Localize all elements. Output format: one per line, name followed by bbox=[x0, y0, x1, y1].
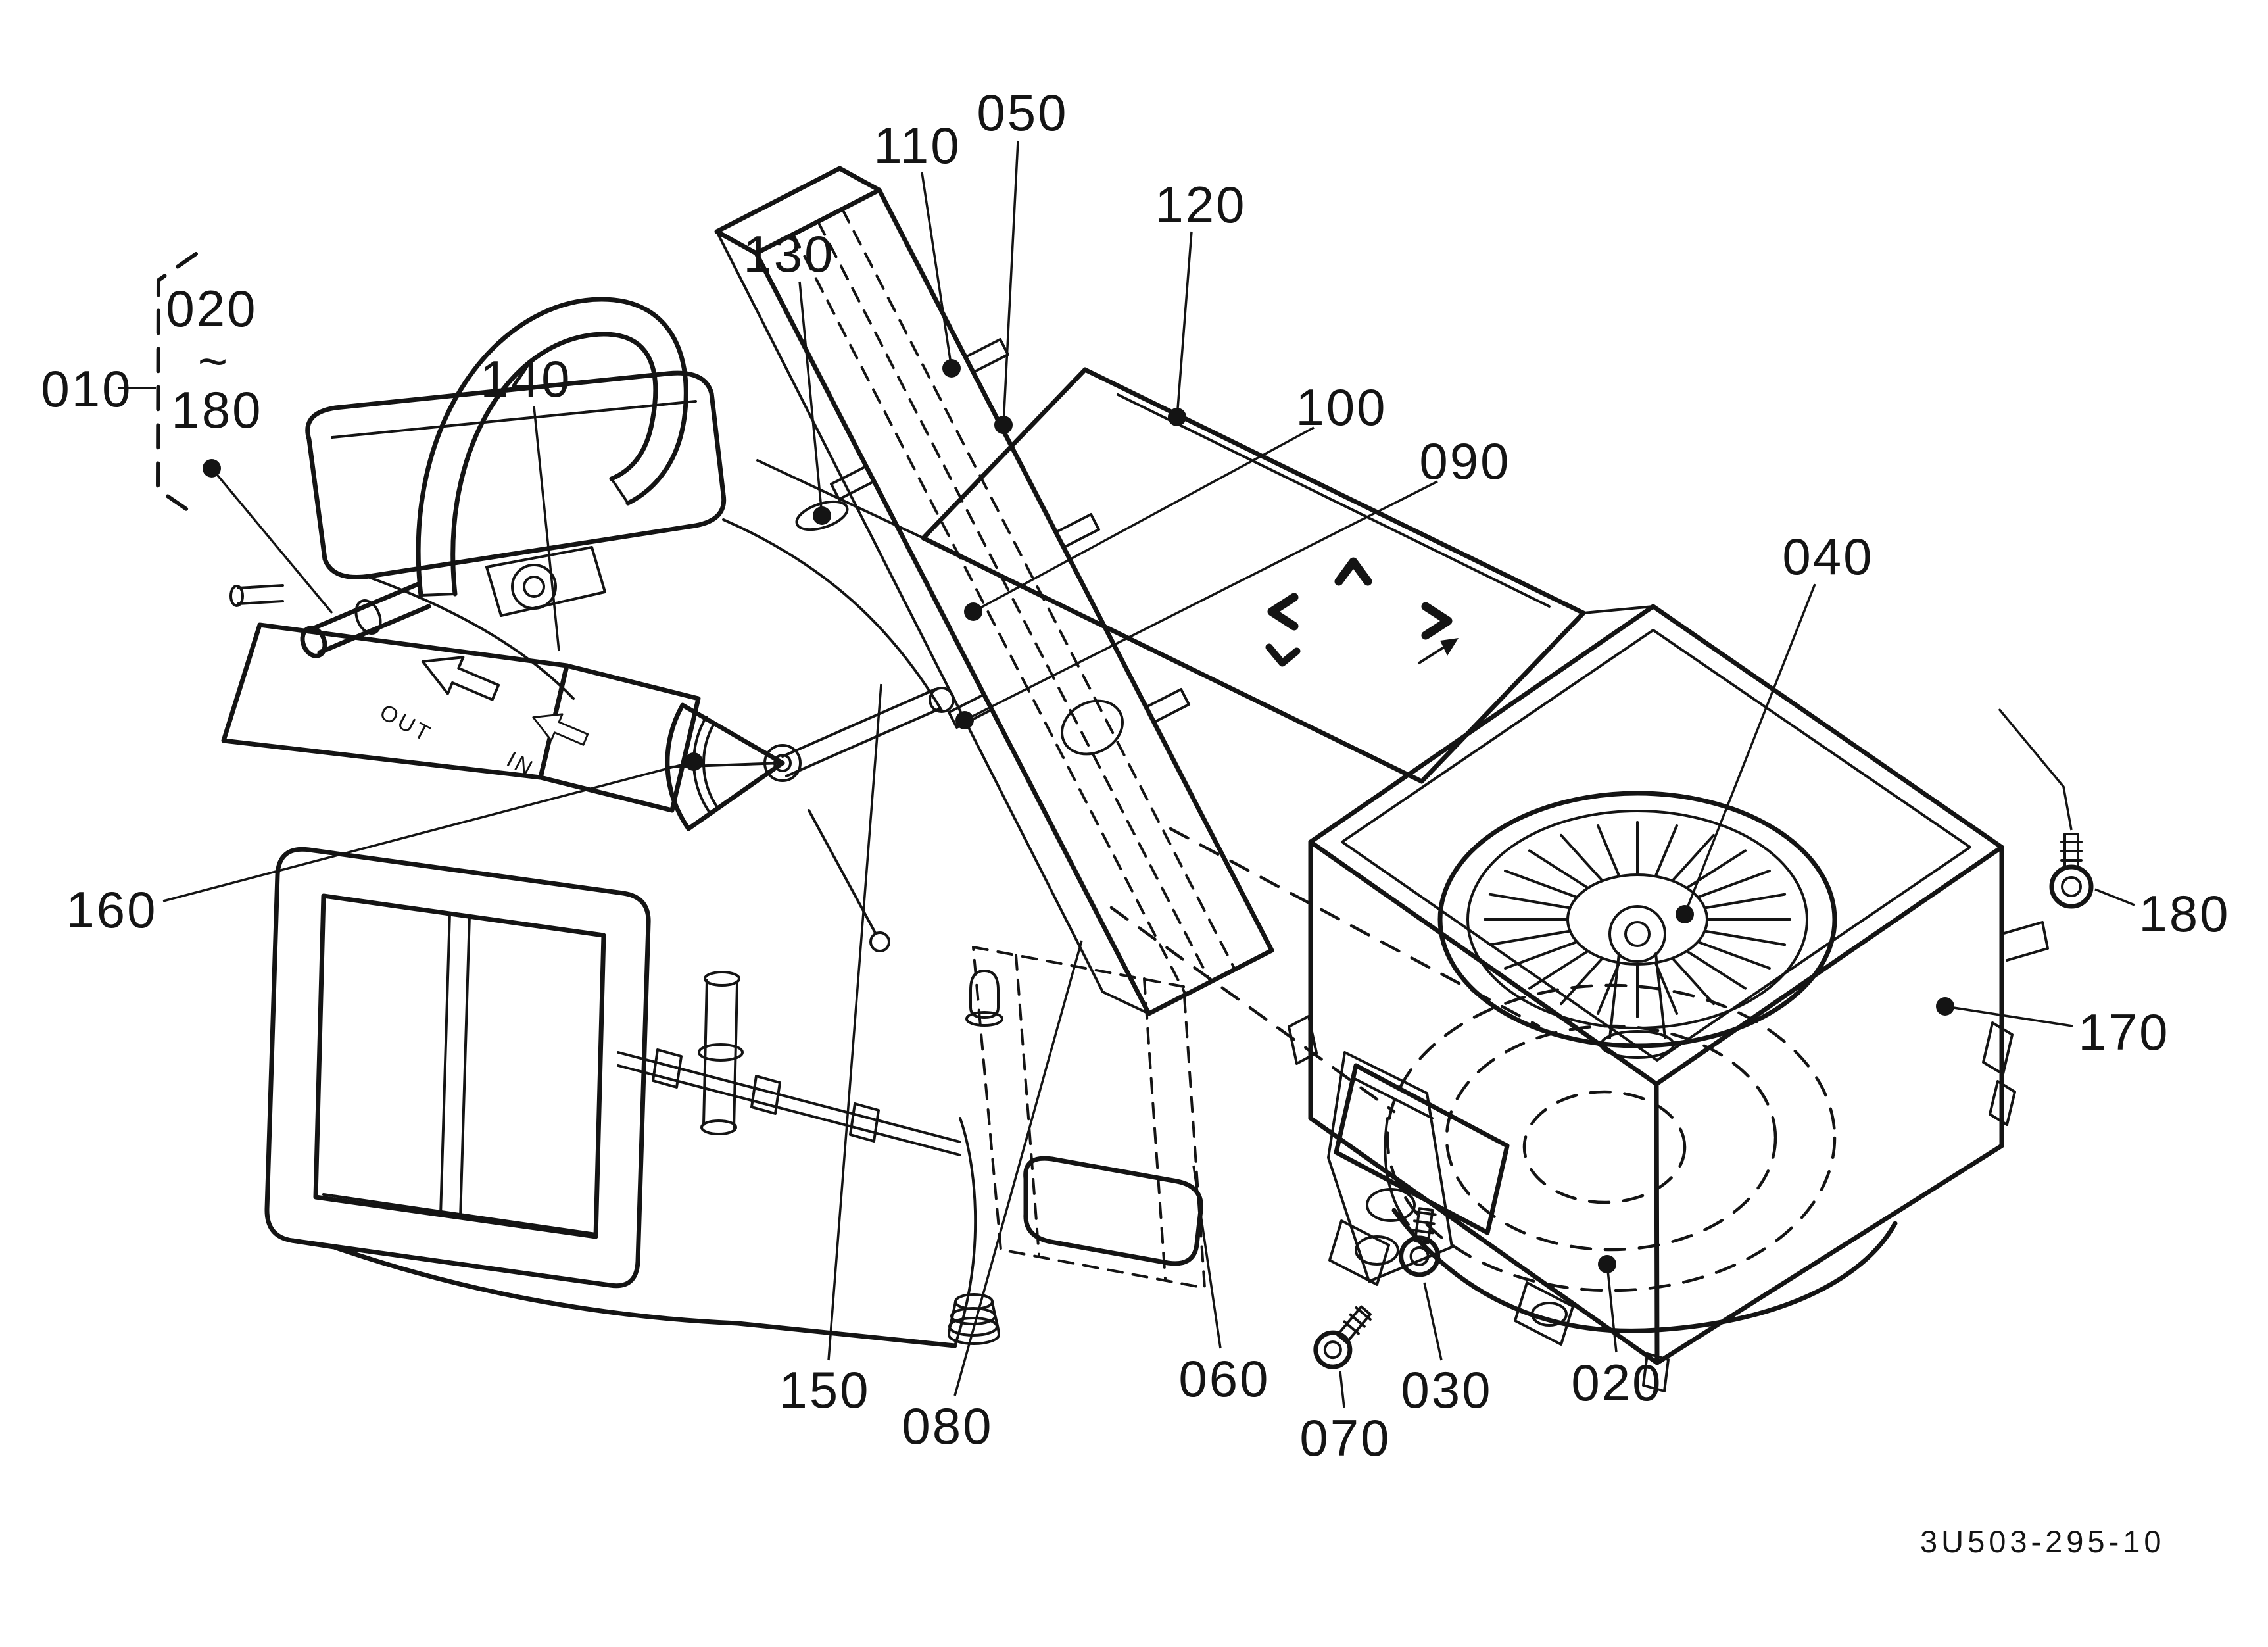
fan-blade bbox=[1560, 833, 1603, 882]
leader-070 bbox=[1339, 1371, 1345, 1408]
plug-080 bbox=[948, 1293, 1000, 1345]
leader-dot-020 bbox=[1598, 1255, 1616, 1273]
leader-dot-090 bbox=[955, 711, 974, 729]
screw-180 bbox=[1998, 708, 2094, 909]
in-cover-plate bbox=[538, 663, 701, 813]
screw-070 bbox=[1313, 1305, 1372, 1369]
leader-110 bbox=[921, 172, 953, 369]
fan-blade bbox=[1528, 849, 1589, 889]
heater-hose bbox=[416, 297, 688, 598]
leader-150 bbox=[827, 683, 882, 1361]
fan-blade bbox=[1672, 957, 1715, 1006]
fan-blade bbox=[1697, 870, 1771, 898]
leader-030 bbox=[1423, 1282, 1443, 1361]
out-arrow-icon bbox=[421, 656, 500, 701]
lower-duct bbox=[972, 946, 1206, 1289]
leader-dot-110 bbox=[942, 359, 961, 378]
assembly-reference-bracket bbox=[156, 252, 198, 518]
leader-assembly-pointer bbox=[210, 467, 333, 614]
leader-020 bbox=[1606, 1264, 1618, 1353]
fan-blade bbox=[1704, 893, 1787, 910]
fan-blade bbox=[1654, 962, 1679, 1015]
callout-150: 150 bbox=[779, 1361, 870, 1419]
fan-blade bbox=[1672, 833, 1715, 882]
top-cover-plate bbox=[756, 367, 1654, 1114]
leader-170 bbox=[1944, 1005, 2073, 1027]
sector-lever bbox=[665, 687, 955, 952]
callout-130: 130 bbox=[743, 225, 834, 283]
mount-bracket bbox=[1327, 1051, 1453, 1283]
callout-060: 060 bbox=[1178, 1350, 1270, 1408]
front-duct-opening bbox=[264, 847, 651, 1289]
fan-blade bbox=[1686, 950, 1747, 990]
leader-100 bbox=[973, 426, 1315, 613]
fan-blade bbox=[1596, 962, 1621, 1015]
fan-blade bbox=[1504, 941, 1578, 970]
callout-100: 100 bbox=[1295, 378, 1387, 436]
leader-dot-160 bbox=[685, 752, 703, 771]
water-pipes bbox=[229, 500, 849, 658]
callout-040: 040 bbox=[1782, 528, 1873, 585]
callout-120: 120 bbox=[1155, 176, 1246, 234]
callout-080: 080 bbox=[902, 1397, 993, 1455]
fan-blade bbox=[1560, 957, 1603, 1006]
callout-020: 020 bbox=[1571, 1354, 1662, 1412]
leader-080 bbox=[953, 940, 1083, 1396]
callout-030: 030 bbox=[1401, 1361, 1492, 1419]
leader-dot-170 bbox=[1936, 997, 1954, 1016]
leader-dot-120 bbox=[1168, 408, 1186, 426]
leader-180 bbox=[2094, 888, 2135, 906]
fan-blade bbox=[1697, 941, 1771, 970]
fan-blade bbox=[1528, 950, 1589, 990]
callout-tilde-range: ~ bbox=[198, 332, 230, 390]
callout-010: 010 bbox=[41, 360, 132, 418]
leader-dot-100 bbox=[964, 602, 982, 621]
leader-dot-050 bbox=[994, 416, 1013, 434]
in-arrow-icon bbox=[532, 713, 589, 746]
fan-blade bbox=[1488, 893, 1570, 910]
fan-blade bbox=[1488, 929, 1570, 946]
drawing-number: 3U503-295-10 bbox=[1920, 1524, 2165, 1559]
fan-blade bbox=[1504, 870, 1578, 898]
blower-box bbox=[1288, 604, 2049, 1392]
callout-070: 070 bbox=[1299, 1409, 1391, 1467]
scroll-housing bbox=[1328, 983, 1898, 1346]
leader-120 bbox=[1176, 231, 1193, 418]
out-marking: OUT bbox=[375, 700, 436, 748]
leader-dot-assembly-pointer bbox=[203, 459, 221, 478]
callout-090: 090 bbox=[1419, 432, 1510, 490]
fan-blade bbox=[1704, 929, 1787, 946]
screw-030 bbox=[1399, 1207, 1441, 1277]
leader-dot-130 bbox=[813, 506, 831, 525]
callout-110: 110 bbox=[873, 116, 961, 174]
leader-090 bbox=[964, 480, 1438, 722]
fan-blade bbox=[1654, 824, 1679, 877]
callout-160: 160 bbox=[66, 881, 157, 939]
callout-020-range: 020 bbox=[166, 280, 257, 337]
fan-blade bbox=[1596, 824, 1621, 877]
leader-dot-040 bbox=[1676, 905, 1694, 923]
callout-140: 140 bbox=[480, 350, 571, 408]
callout-180-range: 180 bbox=[171, 381, 262, 439]
heater-unit bbox=[221, 297, 1003, 1348]
leader-050 bbox=[1002, 140, 1019, 426]
drain-tube bbox=[698, 971, 744, 1135]
leader-040 bbox=[1683, 583, 1816, 915]
callout-180: 180 bbox=[2138, 885, 2230, 943]
leader-130 bbox=[798, 281, 823, 516]
leader-060 bbox=[1192, 1165, 1222, 1349]
callout-170: 170 bbox=[2078, 1003, 2169, 1061]
leader-160 bbox=[162, 760, 694, 902]
rail-clips bbox=[617, 970, 1003, 1156]
leader-140 bbox=[533, 406, 560, 652]
callout-050: 050 bbox=[977, 84, 1068, 141]
blower-fan-wheel bbox=[1437, 791, 1837, 1059]
airflow-arrow-icons bbox=[1265, 557, 1459, 667]
